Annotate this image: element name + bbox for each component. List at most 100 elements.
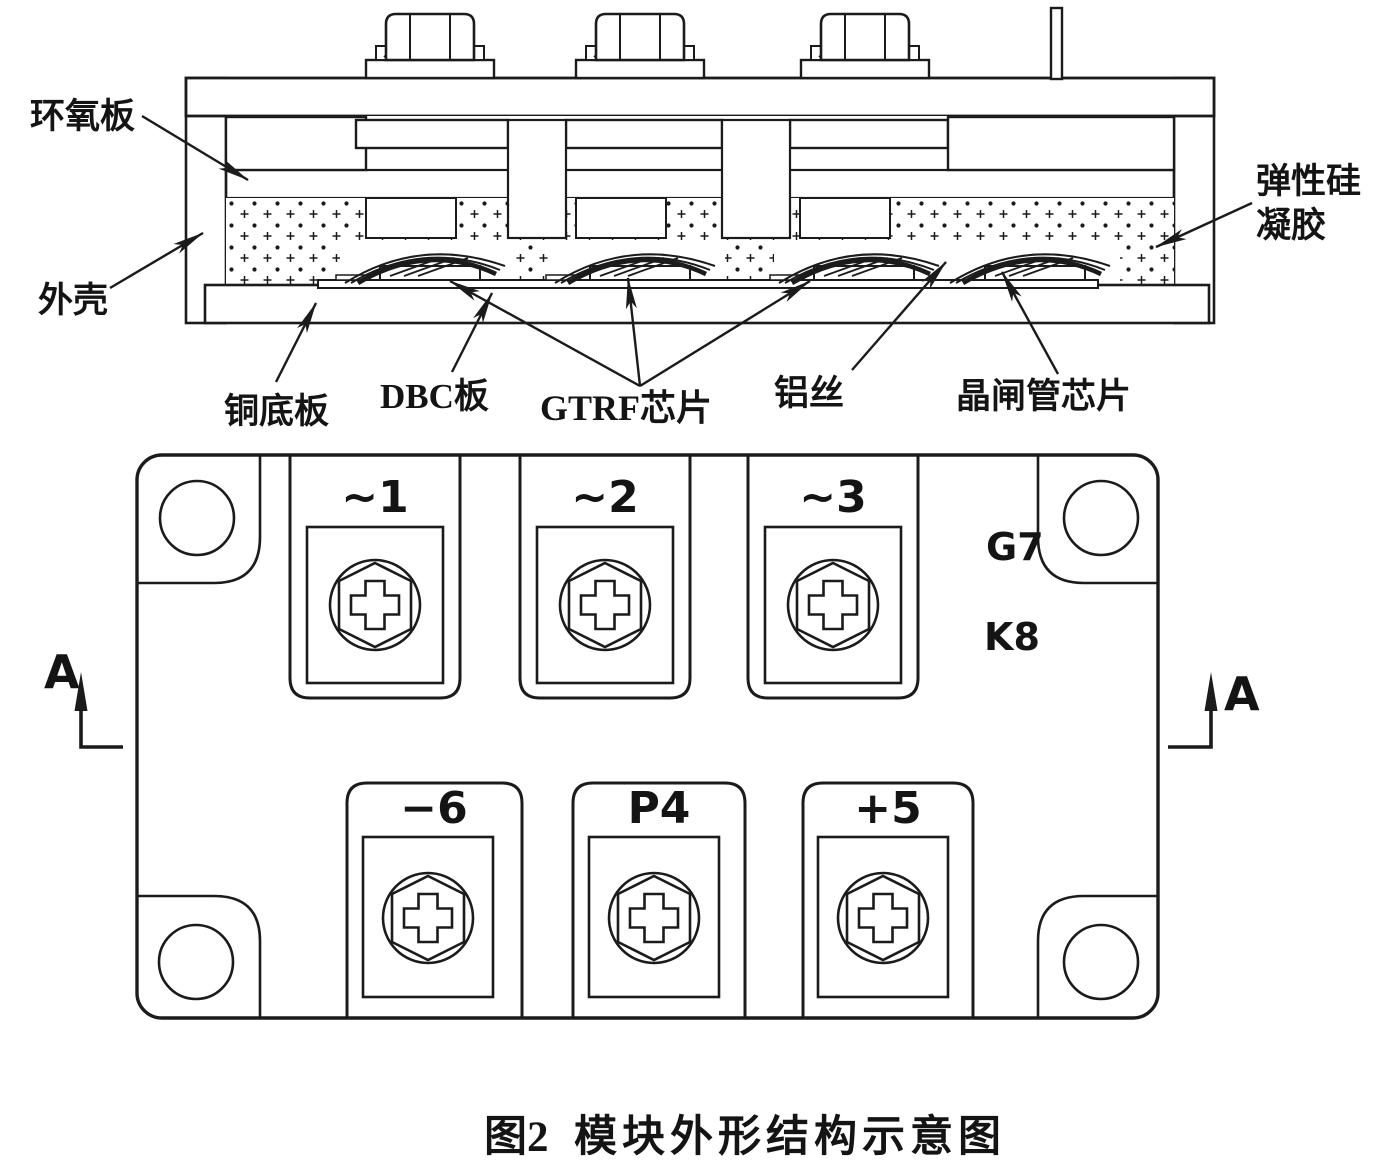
terminal-seat-4 [587,835,721,999]
terminal-label-minus6: −6 [400,783,467,834]
screw-terminal-1 [328,558,422,652]
label-dbc-board: DBC板 [380,292,494,416]
section-letter-left: A [44,645,80,699]
dbc-board-text: DBC板 [380,377,489,416]
gtrf-leader-1 [449,279,641,388]
silicone-gel-text-line2: 凝胶 [1256,206,1326,245]
hex-bolt-3 [799,12,931,80]
section-line-left [79,708,123,749]
hex-bolt-2 [574,12,706,80]
corner-pad-bottom-right [1036,894,1157,1018]
copper-base-leader [274,302,318,383]
busbar-left-block [224,115,368,172]
gel-pocket-2 [575,197,667,239]
hex-bolt-1 [364,12,496,80]
busbar-plate-2 [564,118,724,150]
thyristor-chip-text: 晶闸管芯片 [956,377,1131,416]
mounting-hole-bottom-right [1062,923,1140,1001]
epoxy-board-leader [141,114,249,182]
aluminum-wire-leader [851,261,947,371]
terminal-seat-2 [535,525,675,685]
epoxy-board-layer [224,168,1176,200]
bond-wires [961,257,1102,285]
terminal-tab-3 [746,455,920,700]
section-arrow-up-icon [74,672,88,711]
bond-wires [790,257,931,285]
gtrf-chip-text: GTRF芯片 [540,388,712,428]
silicone-gel-leader [1155,201,1253,249]
gtrf-leader-3 [639,279,811,388]
terminal-tab-4 [571,781,747,1018]
mounting-hole-bottom-left [157,923,235,1001]
label-gtrf-chip: GTRF芯片 [449,277,811,428]
housing-text: 外壳 [38,281,108,320]
busbar-plate-3 [788,118,950,150]
section-arrow-up-icon [1204,672,1218,711]
phillips-cross-icon [628,892,680,944]
terminal-post-2 [720,118,792,240]
silicone-gel-text-line1: 弹性硅 [1256,162,1361,201]
dbc-layer [317,279,1099,289]
busbar-right-block [946,115,1176,172]
caption-figure-number: 图2 [484,1114,549,1161]
terminal-label-ac1: ~1 [341,472,408,523]
terminal-seat-6 [361,835,495,999]
terminal-post-1 [506,118,568,240]
aluminum-wire-text: 铝丝 [774,374,844,413]
gel-pocket-3 [799,197,891,239]
terminal-label-ac2: ~2 [571,472,638,523]
terminal-tab-5 [801,781,975,1018]
mounting-hole-top-left [158,479,236,557]
chip-site-3 [769,253,940,285]
corner-pad-top-left [138,455,262,585]
label-aluminum-wire: 铝丝 [774,261,947,413]
phillips-cross-icon [349,579,401,631]
section-marker-left: A [44,645,123,749]
phillips-cross-icon [579,579,631,631]
screw-terminal-6 [381,871,475,965]
terminal-tab-6 [345,781,524,1018]
mounting-hole-top-right [1062,479,1140,557]
corner-pad-bottom-left [138,894,262,1018]
corner-pad-top-right [1036,455,1157,585]
terminal-label-plus5: +5 [854,783,921,834]
gel-pocket-1 [365,197,457,239]
bond-wires [356,257,497,285]
gate-pin [1049,6,1064,81]
section-line-right [1168,708,1213,749]
label-epoxy-board: 环氧板 [30,97,249,182]
dbc-board-leader [450,292,494,373]
screw-terminal-5 [836,871,930,965]
top-view: ~1 ~2 ~3 −6 P4 +5 G7 K8 A A [44,453,1260,1020]
housing-leader [109,231,204,290]
terminal-tab-2 [518,455,692,700]
screw-terminal-4 [607,871,701,965]
gtrf-leader-2 [625,277,642,387]
screw-terminal-3 [786,558,880,652]
chip-site-1 [335,253,506,285]
label-silicone-gel: 弹性硅 凝胶 [1155,162,1361,249]
label-copper-base: 铜底板 [224,302,329,431]
bond-wires [566,257,707,285]
terminal-seat-1 [305,525,445,685]
caption: 图2 模块外形结构示意图 [484,1113,1001,1161]
terminal-label-p4: P4 [628,783,691,834]
gate-pin-label: G7 [986,525,1044,569]
phillips-cross-icon [807,579,859,631]
busbar-plate-1 [354,118,510,150]
phillips-cross-icon [857,892,909,944]
epoxy-board-text: 环氧板 [30,97,135,136]
cross-section-view: 环氧板 外壳 弹性硅 凝胶 铜底板 DBC板 GTRF芯片 铝丝 [30,6,1361,431]
label-housing: 外壳 [38,231,204,320]
section-marker-right: A [1168,667,1260,749]
phillips-cross-icon [402,892,454,944]
cathode-pin-label: K8 [984,615,1040,659]
thyristor-chip-leader [1000,271,1060,375]
terminal-label-ac3: ~3 [799,472,866,523]
terminal-seat-5 [816,835,950,999]
screw-terminal-2 [558,558,652,652]
top-cover-bg [186,78,1214,116]
chip-site-2 [545,253,716,285]
